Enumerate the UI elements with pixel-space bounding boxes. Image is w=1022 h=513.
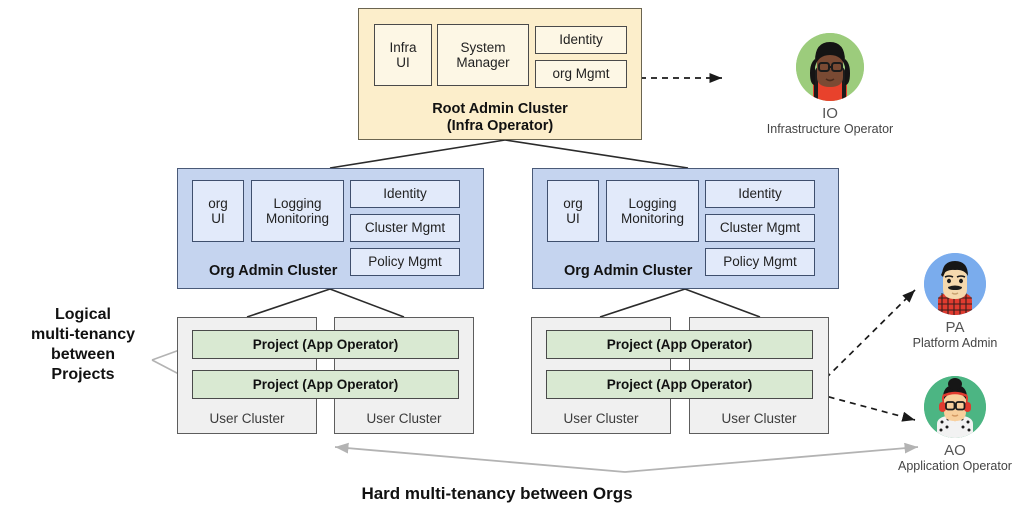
org-left-org-ui-line1: org [208,195,228,211]
org-right-org-ui-text: org UI [563,196,583,227]
logical-label-line2: multi-tenancy [30,326,135,343]
root-component-identity[interactable]: Identity [535,26,627,54]
infrastructure-operator-avatar [796,33,864,101]
project-right-2-label: Project (App Operator) [606,377,753,392]
application-operator-initials: AO [944,442,966,459]
logical-label-line4: Projects [51,366,115,383]
root-component-infra-ui[interactable]: Infra UI [374,24,432,86]
avatar-pa-art [924,253,986,315]
logical-label-line3: between [50,346,115,363]
user-cluster-right-1-label: User Cluster [563,411,639,426]
org-admin-cluster-left-label: Org Admin Cluster [209,263,338,279]
infrastructure-operator-role: Infrastructure Operator [766,122,894,136]
org-left-component-cluster-mgmt[interactable]: Cluster Mgmt [350,214,460,242]
platform-admin-avatar [924,253,986,315]
org-right-logging-line2: Monitoring [620,211,685,226]
org-left-identity-text: Identity [383,186,427,202]
org-left-policy-mgmt-text: Policy Mgmt [368,254,442,270]
org-left-logging-line1: Logging [273,195,322,211]
project-left-1[interactable]: Project (App Operator) [192,330,459,359]
root-admin-cluster-label-line2: (Infra Operator) [446,117,554,134]
root-to-org-connectors [329,139,689,169]
infra-ui-line2: UI [396,55,410,70]
persona-platform-admin[interactable]: PA Platform Admin [888,253,1022,351]
root-component-org-mgmt[interactable]: org Mgmt [535,60,627,88]
user-cluster-left-1-label: User Cluster [209,411,285,426]
root-admin-cluster-label: Root Admin Cluster (Infra Operator) [359,101,641,134]
root-component-infra-ui-text: Infra UI [389,40,416,71]
user-cluster-right-2-label: User Cluster [721,411,797,426]
root-component-org-mgmt-text: org Mgmt [552,66,610,82]
avatar-io-art [796,33,864,101]
root-component-system-manager-text: System Manager [456,40,509,71]
persona-application-operator[interactable]: AO Application Operator [888,376,1022,474]
root-component-system-manager[interactable]: System Manager [437,24,529,86]
platform-admin-initials: PA [945,319,965,336]
org-right-policy-mgmt-text: Policy Mgmt [723,254,797,270]
root-component-identity-text: Identity [559,32,603,48]
org-left-to-cluster-connectors [246,288,405,318]
logical-label-line1: Logical [54,306,111,323]
org-left-component-logging-monitoring[interactable]: Logging Monitoring [251,180,344,242]
platform-admin-role: Platform Admin [912,336,998,350]
org-left-component-org-ui[interactable]: org UI [192,180,244,242]
system-manager-line1: System [460,39,506,55]
org-right-component-logging-monitoring[interactable]: Logging Monitoring [606,180,699,242]
org-right-component-cluster-mgmt[interactable]: Cluster Mgmt [705,214,815,242]
application-operator-avatar [924,376,986,438]
org-left-org-ui-line2: UI [211,211,225,226]
project-right-1[interactable]: Project (App Operator) [546,330,813,359]
hard-multitenancy-arrow [334,442,919,473]
hard-multitenancy-label: Hard multi-tenancy between Orgs [361,484,633,503]
persona-infrastructure-operator[interactable]: IO Infrastructure Operator [700,33,960,137]
logical-multitenancy-label: Logical multi-tenancy between Projects [18,305,148,385]
org-left-component-identity[interactable]: Identity [350,180,460,208]
org-right-to-cluster-connectors [599,288,761,318]
org-admin-cluster-right-label: Org Admin Cluster [564,263,693,279]
user-cluster-left-2-label: User Cluster [366,411,442,426]
project-left-1-label: Project (App Operator) [252,337,399,352]
org-left-org-ui-text: org UI [208,196,228,227]
org-right-component-policy-mgmt[interactable]: Policy Mgmt [705,248,815,276]
application-operator-role: Application Operator [898,459,1012,473]
org-left-component-policy-mgmt[interactable]: Policy Mgmt [350,248,460,276]
org-right-org-ui-line1: org [563,195,583,211]
project-right-1-label: Project (App Operator) [606,337,753,352]
org-left-logging-text: Logging Monitoring [266,196,329,227]
org-right-identity-text: Identity [738,186,782,202]
infra-ui-line1: Infra [389,39,417,55]
project-left-2[interactable]: Project (App Operator) [192,370,459,399]
org-right-org-ui-line2: UI [566,211,580,226]
org-left-cluster-mgmt-text: Cluster Mgmt [364,220,446,236]
system-manager-line2: Manager [456,55,510,70]
org-left-logging-line2: Monitoring [265,211,330,226]
infrastructure-operator-initials: IO [822,105,838,122]
project-right-2[interactable]: Project (App Operator) [546,370,813,399]
avatar-ao-art [924,376,986,438]
org-right-component-org-ui[interactable]: org UI [547,180,599,242]
project-left-2-label: Project (App Operator) [252,377,399,392]
org-right-cluster-mgmt-text: Cluster Mgmt [719,220,801,236]
root-admin-cluster-label-line1: Root Admin Cluster [432,101,568,117]
org-right-component-identity[interactable]: Identity [705,180,815,208]
org-right-logging-line1: Logging [628,195,677,211]
org-right-logging-text: Logging Monitoring [621,196,684,227]
